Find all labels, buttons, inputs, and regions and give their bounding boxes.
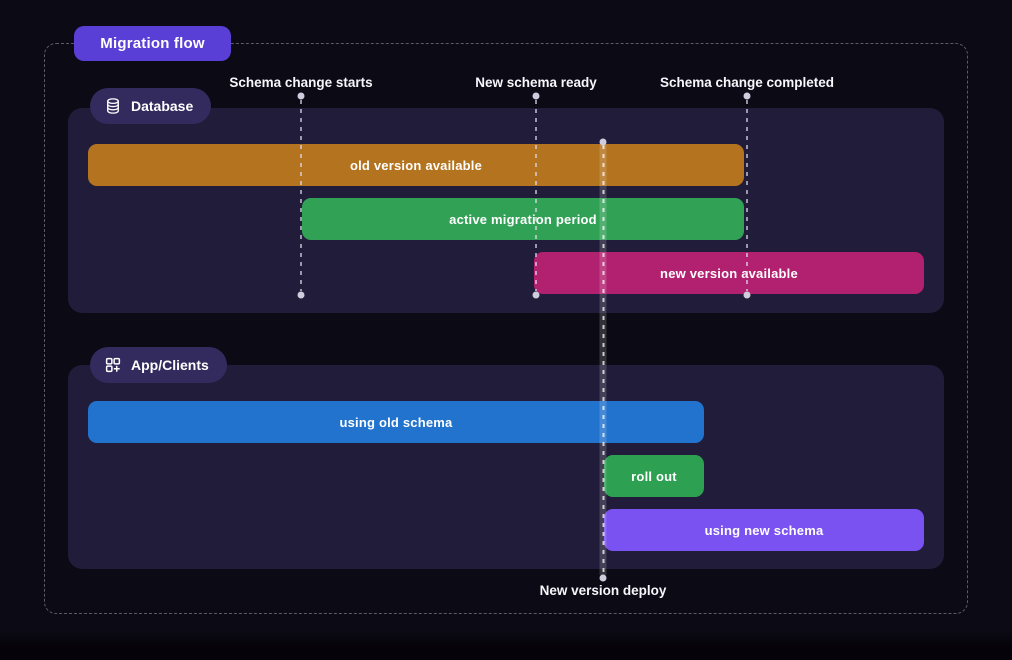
bar-old-version-available: old version available [88,144,744,186]
app-clients-badge-label: App/Clients [131,357,209,373]
deploy-dot-top [599,138,607,146]
diagram-dashed-border [44,43,968,614]
bar-new-version-available: new version available [534,252,924,294]
milestone-label-new-schema-ready: New schema ready [475,75,597,90]
milestone-line-new-schema-ready [535,100,537,291]
database-icon [104,97,122,115]
app-clients-badge: App/Clients [90,347,227,383]
deploy-label: New version deploy [539,583,667,598]
bar-using-new-schema: using new schema [604,509,924,551]
milestone-label-schema-change-completed: Schema change completed [659,75,835,90]
deploy-line [599,145,607,575]
deploy-dot-bottom [599,574,607,582]
database-badge: Database [90,88,212,124]
bar-active-migration-period: active migration period [302,198,744,240]
milestone-dot-top-schema-change-completed [743,92,751,100]
database-badge-label: Database [131,98,194,114]
bar-roll-out: roll out [604,455,704,497]
bar-using-old-schema: using old schema [88,401,704,443]
milestone-dot-top-schema-change-starts [297,92,305,100]
milestone-dot-bottom-schema-change-starts [297,291,305,299]
apps-plus-icon [104,356,122,374]
diagram-title-badge: Migration flow [74,26,231,61]
diagram-title: Migration flow [100,35,205,52]
milestone-dot-bottom-new-schema-ready [532,291,540,299]
milestone-line-schema-change-starts [300,100,302,291]
milestone-line-schema-change-completed [746,100,748,291]
milestone-label-schema-change-starts: Schema change starts [229,75,373,90]
milestone-dot-bottom-schema-change-completed [743,291,751,299]
bottom-edge-shadow [0,630,1012,660]
milestone-dot-top-new-schema-ready [532,92,540,100]
